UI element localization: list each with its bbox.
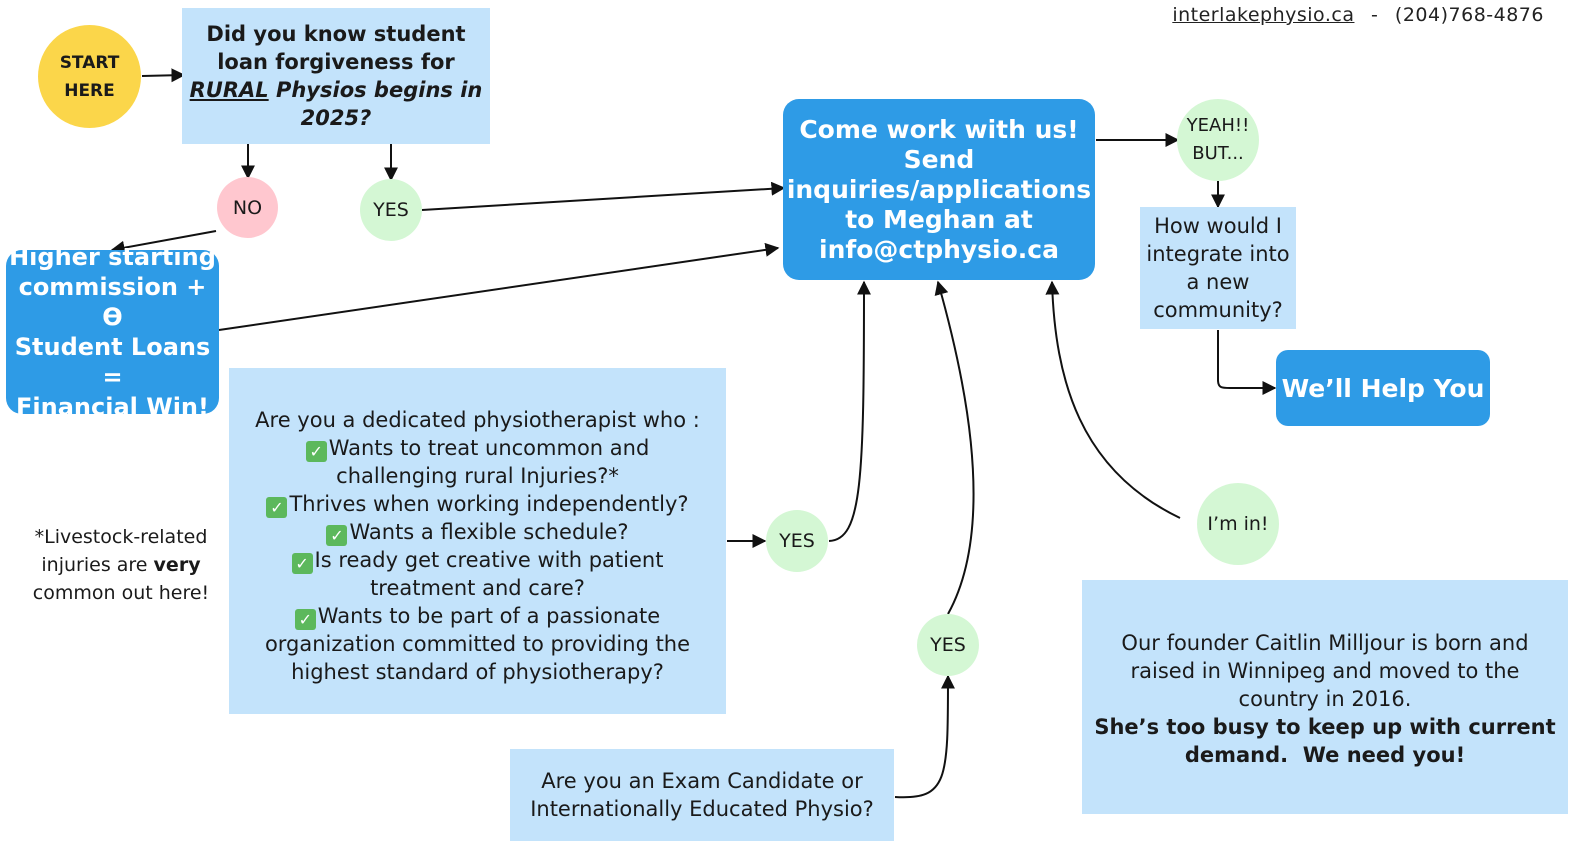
dedicated-item-1: ✓Wants to treat uncommon and <box>305 434 649 462</box>
footnote-line3: common out here! <box>32 582 210 604</box>
financial-line2: commission + ϴ <box>18 273 207 331</box>
founder-line4: She’s too busy to keep up with current <box>1094 715 1556 739</box>
financial-line3: Student Loans = <box>14 333 211 391</box>
contact-line4: to Meghan at <box>845 204 1033 234</box>
financial-win-box: Higher starting commission + ϴ Student L… <box>6 243 219 421</box>
check-box-icon: ✓ <box>294 609 316 630</box>
header-separator: - <box>1371 4 1379 26</box>
exam-line2: Internationally Educated Physio? <box>530 797 874 821</box>
arrow-financial-to-contact <box>218 242 780 331</box>
help-label: We’ll Help You <box>1281 373 1485 403</box>
answer-yeah-but-node: YEAH!! BUT... <box>1177 99 1259 181</box>
loan-line2: loan forgiveness for <box>217 50 455 74</box>
yes-bottom-label: YES <box>930 634 966 656</box>
livestock-footnote: *Livestock-related injuries are very com… <box>16 522 226 608</box>
arrow-no-to-financial <box>110 230 217 255</box>
dedicated-item-4-cont: treatment and care? <box>370 576 585 600</box>
founder-line5: demand. We need you! <box>1184 743 1466 767</box>
contact-email[interactable]: info@ctphysio.ca <box>819 234 1059 264</box>
check-box-icon: ✓ <box>266 497 288 518</box>
loan-rural: RURAL <box>189 78 269 102</box>
contact-line3: inquiries/applications <box>786 174 1092 204</box>
answer-im-in-node: I’m in! <box>1197 483 1279 565</box>
contact-box: Come work with us! Send inquiries/applic… <box>783 99 1095 280</box>
dedicated-item-5-cont: organization committed to providing the <box>264 632 691 656</box>
dedicated-question-box: Are you a dedicated physiotherapist who … <box>229 368 726 714</box>
footnote-line1: *Livestock-related <box>34 526 208 548</box>
answer-no-node: NO <box>217 177 278 238</box>
yeah-line2: BUT... <box>1192 143 1244 164</box>
answer-yes-bottom-node: YES <box>917 614 979 676</box>
help-box: We’ll Help You <box>1276 350 1490 426</box>
founder-line3: country in 2016. <box>1238 687 1412 711</box>
financial-line4: Financial Win! <box>16 393 209 421</box>
answer-yes-top-node: YES <box>360 179 422 241</box>
dedicated-item-2: ✓Thrives when working independently? <box>266 490 689 518</box>
start-here-node: START HERE <box>38 25 141 128</box>
website-link[interactable]: interlakephysio.ca <box>1172 4 1355 26</box>
arrow-exam-to-yes <box>894 674 955 799</box>
founder-line1: Our founder Caitlin Milljour is born and <box>1121 631 1529 655</box>
dedicated-item-1-cont: challenging rural Injuries?* <box>336 464 619 488</box>
loan-line3: Physios begins in <box>275 78 483 102</box>
arrow-start-to-question <box>141 68 186 83</box>
start-line1: START <box>59 52 120 73</box>
contact-line1: Come work with us! <box>799 114 1079 144</box>
dedicated-item-3: ✓Wants a flexible schedule? <box>326 518 629 546</box>
header-phone: (204)768-4876 <box>1394 4 1544 26</box>
check-box-icon: ✓ <box>305 441 327 462</box>
founder-box: Our founder Caitlin Milljour is born and… <box>1082 580 1568 814</box>
arrow-imin-to-contact <box>1045 280 1181 519</box>
integrate-line1: How would I <box>1154 214 1282 238</box>
start-line2: HERE <box>64 80 115 101</box>
check-box-icon: ✓ <box>291 553 313 574</box>
header-contact: interlakephysio.ca - (204)768-4876 <box>1172 4 1544 26</box>
dedicated-item-5: ✓Wants to be part of a passionate <box>294 602 660 630</box>
arrow-yes-to-contact <box>421 181 786 211</box>
check-box-icon: ✓ <box>326 525 348 546</box>
answer-yes-mid-node: YES <box>766 510 828 572</box>
arrow-yes-bottom-to-contact <box>934 280 975 615</box>
yeah-line1: YEAH!! <box>1186 115 1250 136</box>
dedicated-item-4: ✓Is ready get creative with patient <box>291 546 663 574</box>
integrate-line3: a new <box>1186 270 1250 294</box>
exam-line1: Are you an Exam Candidate or <box>541 769 863 793</box>
yes-top-label: YES <box>373 199 409 221</box>
dedicated-item-5-cont2: highest standard of physiotherapy? <box>291 660 664 684</box>
loan-line1: Did you know student <box>206 22 466 46</box>
footnote-emphasis: very <box>153 554 201 576</box>
loan-line4: 2025? <box>300 106 372 130</box>
integrate-line4: community? <box>1153 298 1283 322</box>
founder-line2: raised in Winnipeg and moved to the <box>1130 659 1520 683</box>
arrow-yes-mid-to-contact <box>828 280 871 542</box>
footnote-line2: injuries are <box>41 554 154 576</box>
integrate-line2: integrate into <box>1146 242 1290 266</box>
financial-line1: Higher starting <box>9 243 216 271</box>
yes-mid-label: YES <box>779 530 815 552</box>
exam-question-box: Are you an Exam Candidate or Internation… <box>510 749 894 841</box>
contact-line2: Send <box>903 144 975 174</box>
loan-question-box: Did you know student loan forgiveness fo… <box>182 8 490 144</box>
dedicated-intro: Are you a dedicated physiotherapist who … <box>255 408 700 432</box>
no-label: NO <box>232 196 263 219</box>
arrow-integrate-to-help <box>1217 330 1277 395</box>
im-in-label: I’m in! <box>1207 513 1269 535</box>
integrate-question-box: How would I integrate into a new communi… <box>1140 207 1296 329</box>
